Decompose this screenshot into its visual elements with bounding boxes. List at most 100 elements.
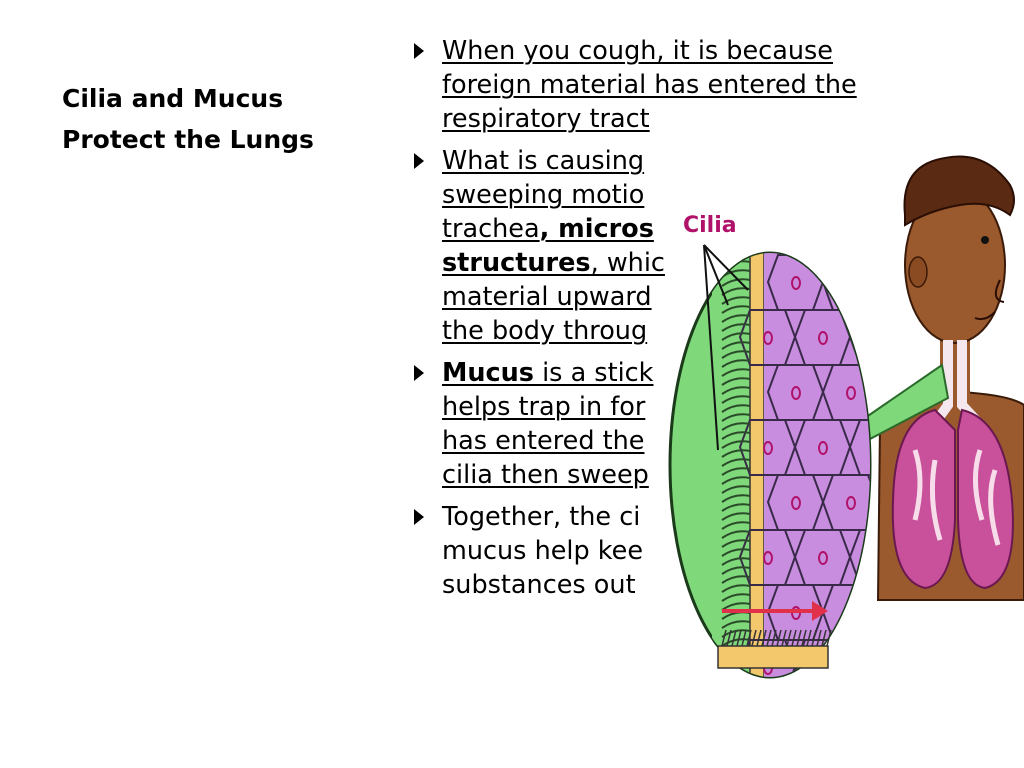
bullet-text: sweeping motio: [442, 180, 645, 210]
bullet-line: foreign material has entered the: [442, 68, 932, 102]
cell-nucleus: [902, 607, 910, 619]
strip-cilium: [736, 629, 742, 647]
strip-cilium: [761, 629, 767, 647]
cilium: [721, 503, 751, 512]
cilium: [721, 422, 751, 431]
bullet-line: mucus help kee: [442, 534, 932, 568]
cilium: [721, 548, 751, 557]
bullet-line: the body throug: [442, 314, 932, 348]
cilium: [721, 566, 751, 575]
cilium: [721, 431, 751, 440]
cilium: [721, 458, 751, 467]
bullet-text: is a stick: [533, 358, 654, 388]
cell-nucleus: [791, 386, 801, 400]
bullet-text: foreign material has entered the: [442, 70, 857, 100]
bullet-line: helps trap in for: [442, 390, 932, 424]
cilium: [721, 539, 751, 548]
cilium: [721, 377, 751, 386]
cilium: [721, 602, 751, 611]
strip-cilium: [756, 629, 762, 647]
strip-cilium: [801, 629, 807, 647]
cell-nucleus: [763, 441, 773, 455]
cilium: [721, 593, 751, 602]
bullet-line: substances out: [442, 568, 932, 602]
strip-cilium: [746, 629, 752, 647]
cilium: [721, 476, 751, 485]
strip-cilium: [771, 629, 777, 647]
bullet-text: has entered the: [442, 426, 645, 456]
bullet-text: trachea: [442, 214, 540, 244]
bullet-text: the body throug: [442, 316, 648, 346]
strip-cilium: [806, 629, 812, 647]
bullet-item: Together, the ci mucus help kee substances…: [412, 500, 932, 602]
boy-hair: [903, 155, 1015, 227]
bullet-line: When you cough, it is because: [442, 34, 932, 68]
bullet-text: mucus help kee: [442, 536, 644, 566]
cell-nucleus: [846, 606, 856, 620]
bullet-marker-icon: [414, 509, 424, 525]
cilium: [721, 296, 751, 305]
bullet-text: , whic: [590, 248, 665, 278]
cell-nucleus: [874, 662, 882, 674]
cell-nucleus: [846, 496, 856, 510]
strip-cilium: [766, 629, 772, 647]
strip-cilium: [751, 629, 757, 647]
title-line-1: Cilia and Mucus: [62, 84, 284, 113]
bullet-marker-icon: [414, 153, 424, 169]
cell-nucleus: [846, 276, 856, 290]
cilium: [721, 359, 751, 368]
cell-nucleus: [846, 386, 856, 400]
cilium: [721, 530, 751, 539]
bullet-line: material upward: [442, 280, 932, 314]
strip-cilium: [826, 629, 832, 647]
bullet-line: sweeping motio: [442, 178, 932, 212]
bullet-text: Together, the ci: [442, 502, 641, 532]
cell-nucleus: [818, 331, 828, 345]
cilium: [721, 332, 751, 341]
cilium: [721, 413, 751, 422]
slide-title: Cilia and Mucus Protect the Lungs: [62, 78, 362, 160]
bullet-line: What is causing: [442, 144, 932, 178]
strip-cilium: [816, 629, 822, 647]
bullet-line: Mucus is a stick: [442, 356, 932, 390]
strip-cilium: [781, 629, 787, 647]
cilium: [721, 395, 751, 404]
cell-nucleus: [874, 332, 882, 344]
cilium: [721, 386, 751, 395]
cilium: [721, 485, 751, 494]
bullet-line: Together, the ci: [442, 500, 932, 534]
cell-nucleus: [791, 276, 801, 290]
bullet-text: structures: [442, 248, 591, 278]
cilium: [721, 584, 751, 593]
epithelial-cell: [848, 639, 870, 677]
cell-nucleus: [818, 441, 828, 455]
bullet-line: respiratory tract: [442, 102, 932, 136]
cilium: [721, 557, 751, 566]
strip-cilium: [811, 629, 817, 647]
cilium: [721, 314, 751, 323]
cilium: [721, 449, 751, 458]
left-lung: [891, 408, 956, 590]
cell-nucleus: [818, 551, 828, 565]
cilium: [721, 467, 751, 476]
strip-cilium: [731, 629, 737, 647]
strip-cilium: [776, 629, 782, 647]
strip-cilium: [796, 629, 802, 647]
cilium: [721, 404, 751, 413]
cilium: [721, 620, 751, 629]
cilia-label: Cilia: [683, 213, 737, 238]
bullet-marker-icon: [414, 43, 424, 59]
bullet-text: respiratory tract: [442, 104, 650, 134]
bullet-text: cilia then sweep: [442, 460, 649, 490]
strip-cilium: [726, 629, 732, 647]
bullet-text: substances out: [442, 570, 636, 600]
cilium: [721, 341, 751, 350]
bullet-marker-icon: [414, 365, 424, 381]
bullet-text: , micros: [539, 214, 654, 244]
bullet-line: trachea, micros: [442, 212, 932, 246]
